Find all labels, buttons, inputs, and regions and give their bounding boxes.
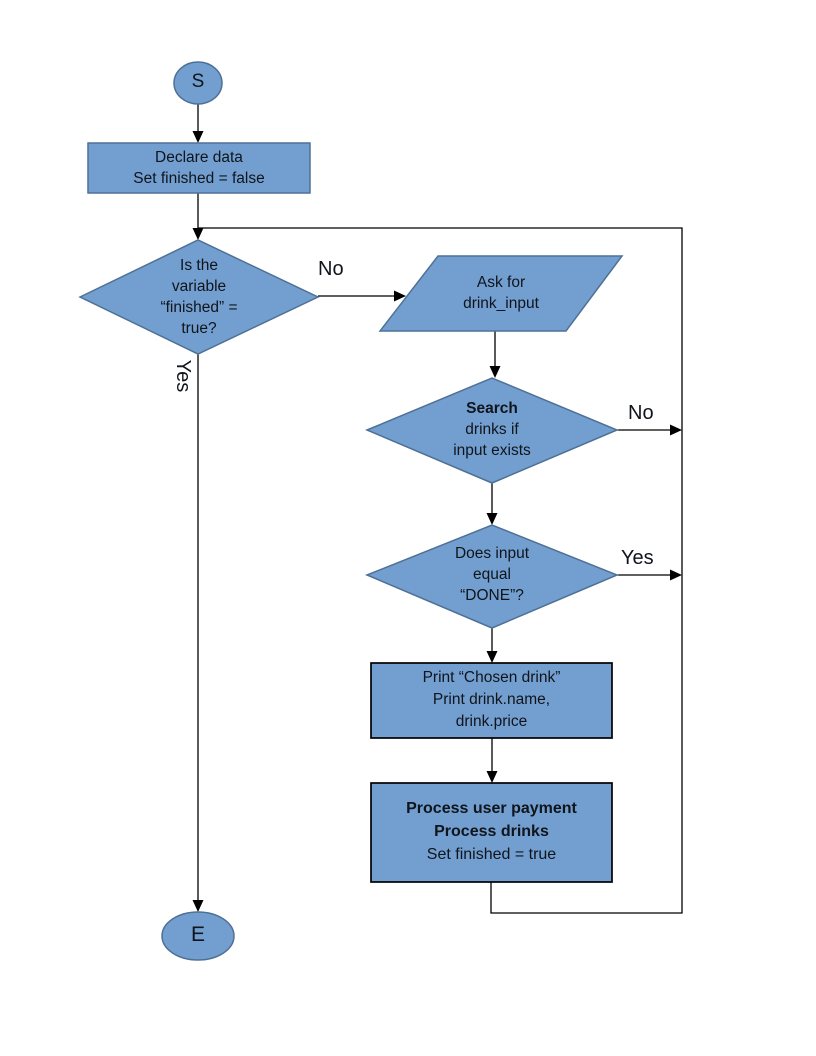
ask-input-label: Ask for drink_input (463, 274, 539, 312)
arrowhead-process-top (486, 771, 498, 783)
arrowhead-end-top (192, 900, 204, 912)
search-no-edge-label: No (628, 402, 654, 424)
search-drinks-label: Search drinks if input exists (453, 400, 531, 459)
arrowhead-print-top (486, 651, 498, 663)
arrowhead-done-check-top (486, 513, 498, 525)
finished-check-label: Is the variable “finished” = true? (160, 257, 238, 337)
done-check-decision-shape (365, 524, 619, 629)
edge-loop-back (198, 227, 683, 914)
arrowhead-declare-top (192, 131, 204, 143)
done-check-label: Does input equal “DONE”? (454, 545, 530, 604)
search-drinks-decision-shape (365, 377, 619, 484)
ask-input-io-shape (378, 255, 624, 332)
done-yes-edge-label: Yes (621, 547, 654, 569)
declare-node-label: Declare data Set finished = false (133, 149, 265, 187)
print-drink-process-shape (370, 662, 613, 739)
process-payment-process-shape (370, 782, 613, 883)
arrowhead-ask-input-left (394, 290, 406, 302)
finished-no-edge-label: No (318, 258, 344, 280)
finished-yes-edge-label: Yes (172, 359, 194, 393)
finished-check-decision-shape (78, 239, 320, 355)
end-terminal-shape (161, 911, 235, 961)
end-terminal-label: E (190, 923, 205, 946)
process-payment-label: Process user payment Process drinks Set … (406, 800, 577, 863)
print-drink-label: Print “Chosen drink” Print drink.name, d… (422, 669, 561, 730)
arrowhead-finished-check-top (192, 228, 204, 240)
declare-process-shape (87, 142, 311, 194)
start-terminal-label: S (191, 71, 205, 92)
start-terminal-shape (173, 61, 223, 105)
arrowhead-search-top (489, 366, 501, 378)
arrowhead-done-yes-right (670, 569, 682, 581)
arrowhead-search-no-right (670, 424, 682, 436)
